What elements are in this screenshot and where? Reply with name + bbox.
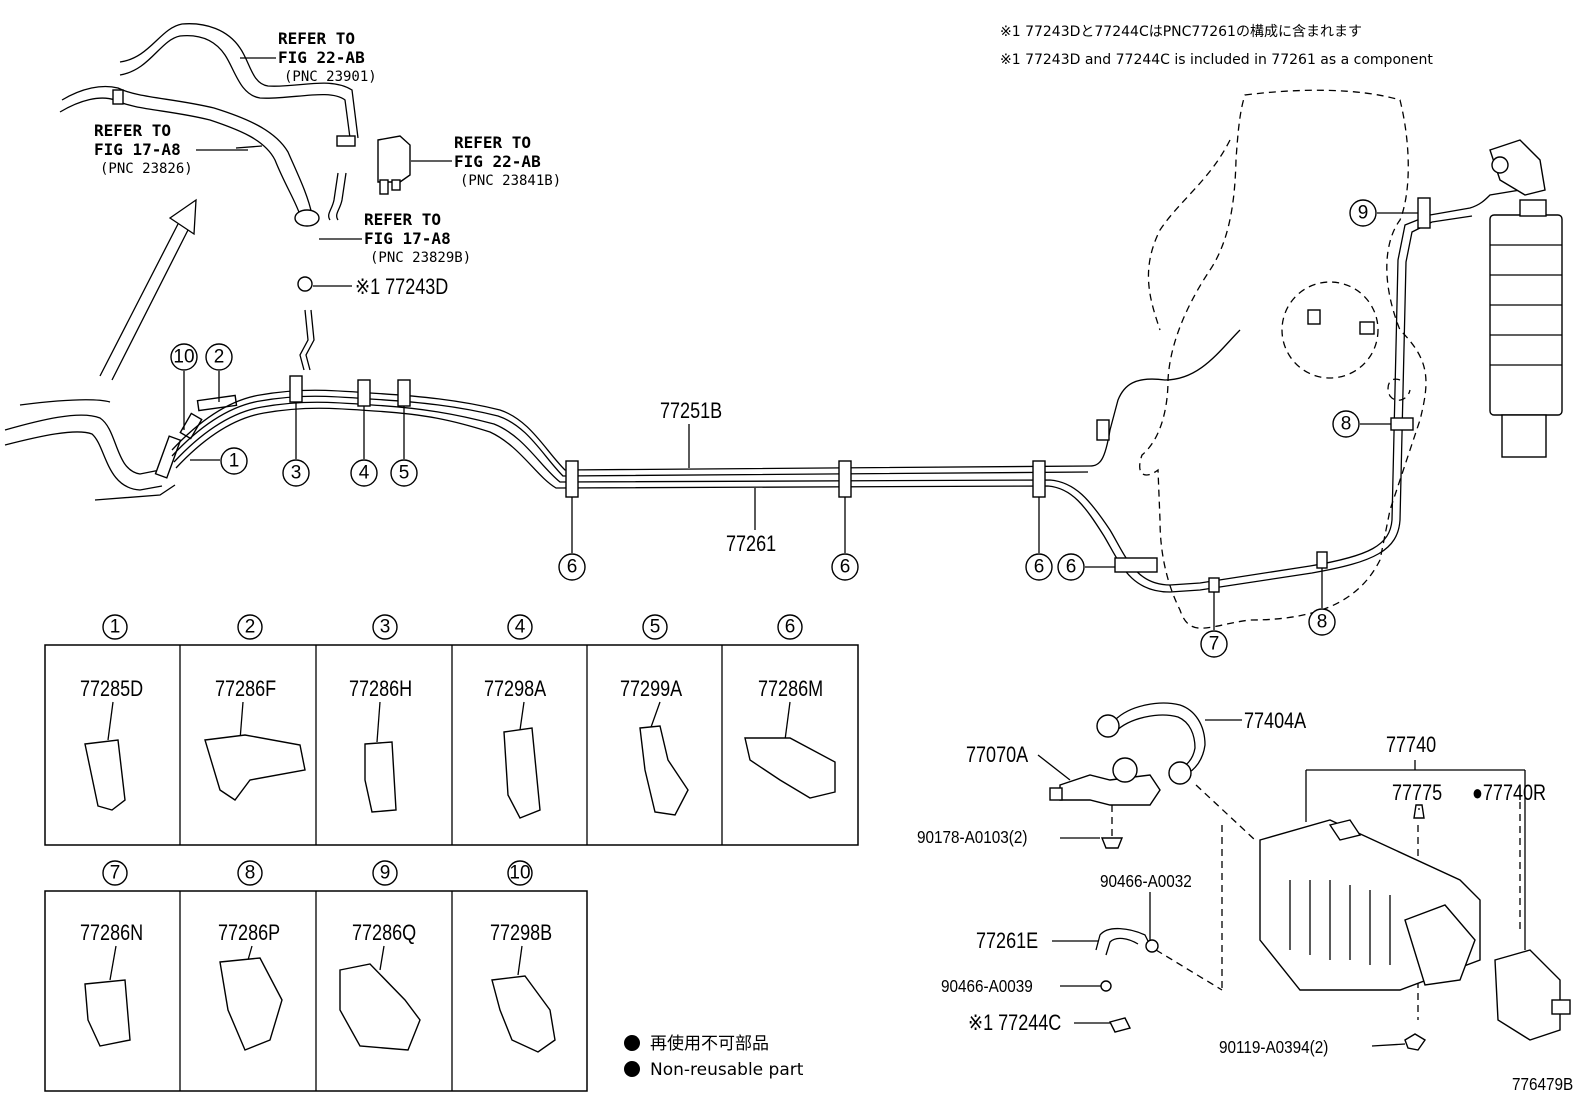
clip-part-77286P: 77286P	[218, 921, 280, 945]
canister-assembly	[1049, 702, 1571, 1051]
svg-text:2: 2	[245, 617, 256, 638]
svg-text:(PNC 23826): (PNC 23826)	[100, 161, 193, 177]
callout-77404A: 77404A	[1205, 709, 1307, 733]
note-jp: ※1 77243Dと77244CはPNC77261の構成に含まれます	[1000, 24, 1362, 40]
svg-text:5: 5	[650, 617, 661, 638]
callout-77775: 77775	[1392, 781, 1442, 810]
svg-text:1: 1	[110, 617, 121, 638]
svg-text:FIG 17-A8: FIG 17-A8	[364, 229, 451, 248]
svg-text:77070A: 77070A	[966, 743, 1029, 767]
fuel-tank-outline	[1139, 89, 1427, 629]
callout-77243D: ※1 77243D	[313, 275, 448, 299]
legend-en: Non-reusable part	[650, 1060, 804, 1080]
svg-text:8: 8	[245, 863, 256, 884]
callout-77244C: ※1 77244C	[968, 1011, 1110, 1035]
marker-8a: 8	[1341, 414, 1352, 435]
svg-text:90178-A0103(2): 90178-A0103(2)	[917, 827, 1027, 847]
clip-part-77286M: 77286M	[758, 677, 823, 701]
callout-90466-A0039: 90466-A0039	[941, 976, 1101, 996]
clip-part-77286Q: 77286Q	[352, 921, 416, 945]
legend: 再使用不可部品 Non-reusable part	[624, 1033, 804, 1080]
svg-text:7: 7	[110, 863, 121, 884]
callout-90119: 90119-A0394(2)	[1219, 1037, 1406, 1057]
marker-6b: 6	[840, 557, 851, 578]
svg-text:77251B: 77251B	[660, 399, 722, 423]
svg-text:77775: 77775	[1392, 781, 1442, 805]
clip-part-77298B: 77298B	[490, 921, 552, 945]
marker-5: 5	[399, 463, 410, 484]
svg-text:※1 77243D: ※1 77243D	[355, 275, 448, 299]
ref-23829B: REFER TO FIG 17-A8 (PNC 23829B)	[319, 210, 471, 266]
svg-text:(PNC 23901): (PNC 23901)	[284, 69, 377, 85]
ref-23901: REFER TO FIG 22-AB (PNC 23901)	[240, 29, 377, 85]
marker-6a: 6	[567, 557, 578, 578]
svg-text:9: 9	[380, 863, 391, 884]
clip-part-77286N: 77286N	[80, 921, 143, 945]
line-clips	[289, 197, 1431, 593]
callout-90466-A0032: 90466-A0032	[1100, 871, 1192, 940]
svg-text:90466-A0032: 90466-A0032	[1100, 871, 1192, 891]
svg-text:6: 6	[785, 617, 796, 638]
legend-jp: 再使用不可部品	[650, 1033, 769, 1054]
marker-2: 2	[214, 347, 225, 368]
callout-77070A: 77070A	[966, 743, 1071, 781]
callout-77740: 77740	[1305, 733, 1526, 950]
clip-part-77286H: 77286H	[349, 677, 412, 701]
clip-part-77298A: 77298A	[484, 677, 547, 701]
marker-4: 4	[359, 463, 370, 484]
clip-table: 1 2 3 4 5 6 77285D 77286F 77286H 77298A …	[44, 614, 859, 1092]
callout-77261: 77261	[726, 488, 776, 556]
marker-1: 1	[229, 451, 240, 472]
marker-8b: 8	[1317, 612, 1328, 633]
diagram-markers: 1 2 10 3 4 5 6 6 6 6 7 8 8 9	[170, 199, 1418, 658]
svg-text:※1 77244C: ※1 77244C	[968, 1011, 1061, 1035]
svg-text:REFER TO: REFER TO	[364, 210, 441, 229]
callout-77261E: 77261E	[976, 929, 1098, 953]
clip-part-77286F: 77286F	[215, 677, 276, 701]
svg-text:3: 3	[380, 617, 391, 638]
marker-10: 10	[173, 347, 194, 368]
marker-3: 3	[291, 463, 302, 484]
svg-text:77261: 77261	[726, 532, 776, 556]
clip-part-77285D: 77285D	[80, 677, 143, 701]
marker-7: 7	[1209, 634, 1220, 655]
svg-text:FIG 22-AB: FIG 22-AB	[454, 152, 541, 171]
left-hose-group	[4, 394, 238, 501]
svg-text:●77740R: ●77740R	[1472, 781, 1546, 805]
marker-6d: 6	[1066, 557, 1077, 578]
svg-text:10: 10	[509, 863, 530, 884]
marker-6c: 6	[1034, 557, 1045, 578]
callout-77251B: 77251B	[660, 399, 722, 468]
svg-text:4: 4	[515, 617, 526, 638]
main-lines	[171, 169, 1531, 593]
filler-pipe-group	[59, 23, 411, 381]
ref-23826: REFER TO FIG 17-A8 (PNC 23826)	[94, 121, 248, 177]
svg-text:(PNC 23841B): (PNC 23841B)	[460, 173, 561, 189]
clip-header-row-2: 7 8 9 10	[102, 860, 533, 886]
svg-text:90466-A0039: 90466-A0039	[941, 976, 1033, 996]
clip-header-row-1: 1 2 3 4 5 6	[102, 614, 803, 640]
ref-23841B: REFER TO FIG 22-AB (PNC 23841B)	[411, 133, 561, 189]
svg-text:(PNC 23829B): (PNC 23829B)	[370, 250, 471, 266]
svg-text:90119-A0394(2): 90119-A0394(2)	[1219, 1037, 1328, 1057]
svg-text:REFER TO: REFER TO	[454, 133, 531, 152]
note-en: ※1 77243D and 77244C is included in 7726…	[1000, 52, 1433, 68]
svg-text:FIG 22-AB: FIG 22-AB	[278, 48, 365, 67]
canister-top	[1489, 139, 1563, 458]
svg-text:REFER TO: REFER TO	[278, 29, 355, 48]
svg-text:FIG 17-A8: FIG 17-A8	[94, 140, 181, 159]
svg-text:77740: 77740	[1386, 733, 1436, 757]
figure-id: 776479B	[1512, 1074, 1573, 1094]
svg-text:77404A: 77404A	[1244, 709, 1307, 733]
svg-text:77261E: 77261E	[976, 929, 1038, 953]
svg-text:REFER TO: REFER TO	[94, 121, 171, 140]
callout-90178: 90178-A0103(2)	[917, 827, 1100, 847]
callout-77740R: ●77740R	[1472, 781, 1546, 805]
clip-part-77299A: 77299A	[620, 677, 683, 701]
marker-9: 9	[1358, 203, 1369, 224]
